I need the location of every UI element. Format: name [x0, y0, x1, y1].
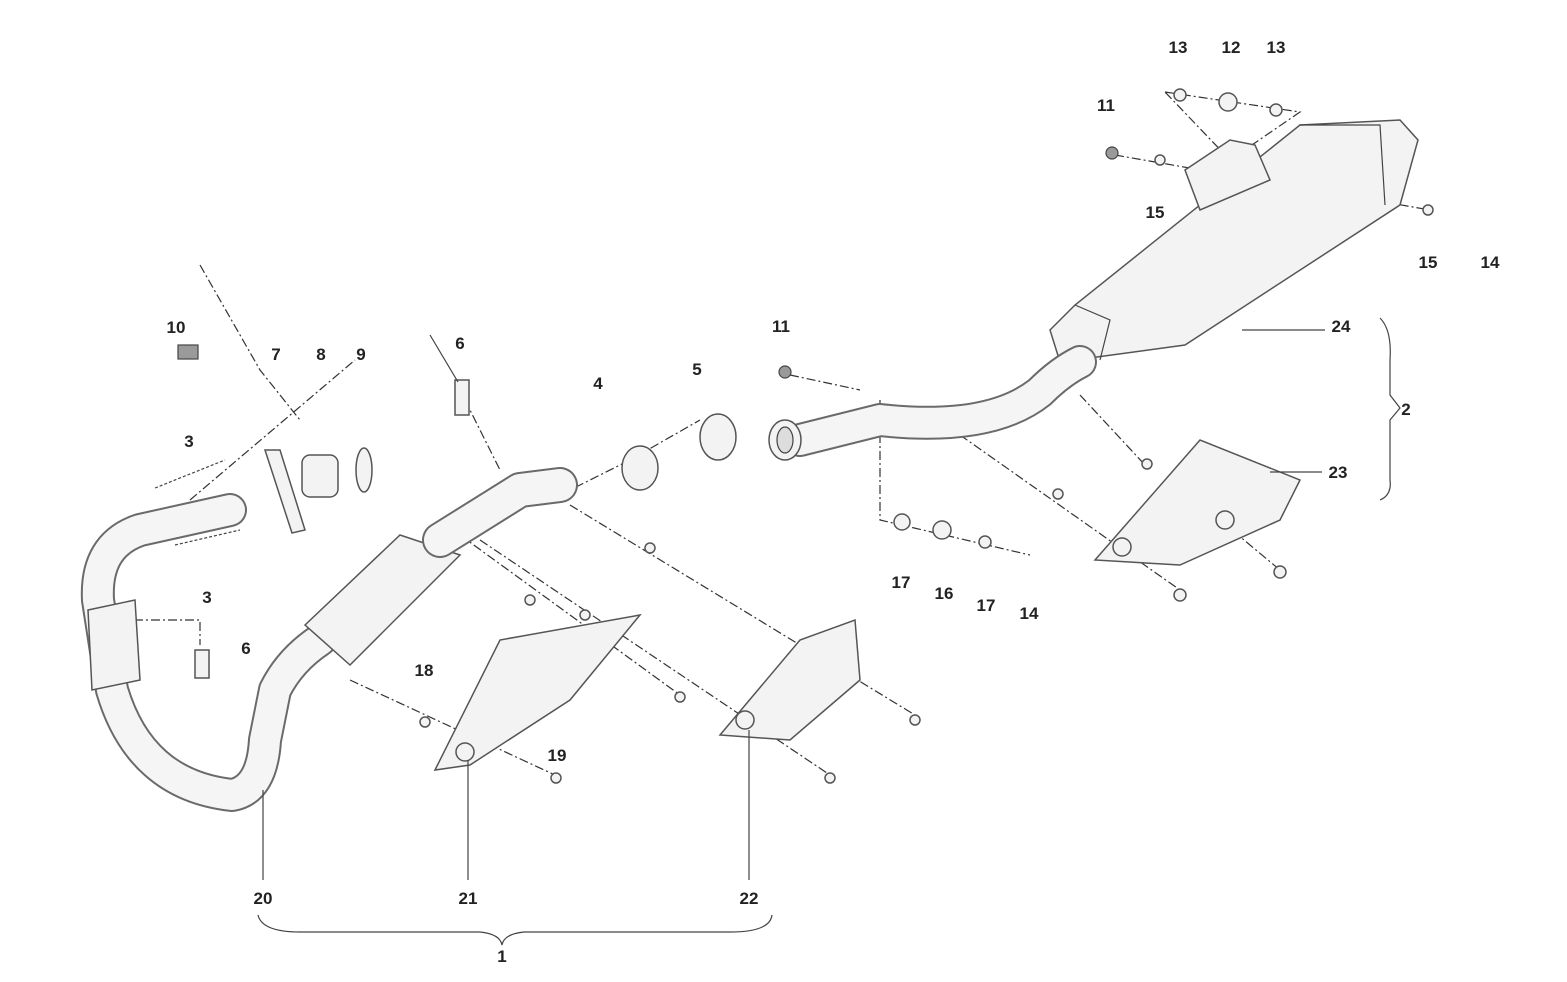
- callout-9: 9: [356, 345, 365, 364]
- callout-12: 12: [1222, 38, 1241, 57]
- callout-23: 23: [1329, 463, 1348, 482]
- callout-17: 17: [977, 596, 996, 615]
- hardware: [419, 88, 1434, 784]
- callout-3: 3: [184, 432, 193, 451]
- callout-13: 13: [1267, 38, 1286, 57]
- muffler: [1049, 119, 1419, 363]
- sensor-6-bottom: [194, 649, 210, 679]
- callout-11: 11: [772, 317, 790, 336]
- callout-21: 21: [459, 889, 478, 908]
- spring-3-top: [154, 459, 226, 489]
- callout-10: 10: [167, 318, 186, 337]
- header-pipe: [80, 467, 578, 812]
- callout-8: 8: [316, 345, 325, 364]
- spring-3-bottom: [174, 529, 241, 546]
- callout-3: 3: [202, 588, 211, 607]
- sleeve-5: [699, 413, 737, 461]
- heat-shield-22: [718, 618, 861, 741]
- callout-5: 5: [692, 360, 701, 379]
- callout-14: 14: [1020, 604, 1039, 623]
- callout-1: 1: [497, 947, 506, 966]
- callout-6: 6: [241, 639, 250, 658]
- callout-17: 17: [892, 573, 911, 592]
- heat-shield-21: [433, 613, 642, 771]
- callout-7: 7: [271, 345, 280, 364]
- callout-16: 16: [935, 584, 954, 603]
- callout-15: 15: [1146, 203, 1165, 222]
- callout-19: 19: [548, 746, 567, 765]
- link-pipe: [768, 345, 1097, 461]
- callouts: 13 12 13 11 15 15 14 10 7 8 9 6 4 5 11 2…: [167, 38, 1500, 966]
- callout-6: 6: [455, 334, 464, 353]
- shield-hole: [735, 710, 755, 730]
- callout-14: 14: [1481, 253, 1500, 272]
- flange-parts: [177, 344, 373, 534]
- leader-lines: [257, 317, 1401, 946]
- callout-20: 20: [254, 889, 273, 908]
- callout-22: 22: [740, 889, 759, 908]
- callout-4: 4: [593, 374, 603, 393]
- heat-shield-23: [1093, 439, 1302, 566]
- callout-13: 13: [1169, 38, 1188, 57]
- clamp-4: [621, 445, 659, 491]
- shield-hole: [455, 742, 475, 762]
- shield-hole: [1112, 537, 1132, 557]
- callout-11: 11: [1097, 96, 1115, 115]
- callout-18: 18: [415, 661, 434, 680]
- callout-15: 15: [1419, 253, 1438, 272]
- sensor-6-top: [454, 379, 470, 416]
- shield-hole: [1215, 510, 1235, 530]
- callout-24: 24: [1332, 317, 1351, 336]
- callout-2: 2: [1401, 400, 1410, 419]
